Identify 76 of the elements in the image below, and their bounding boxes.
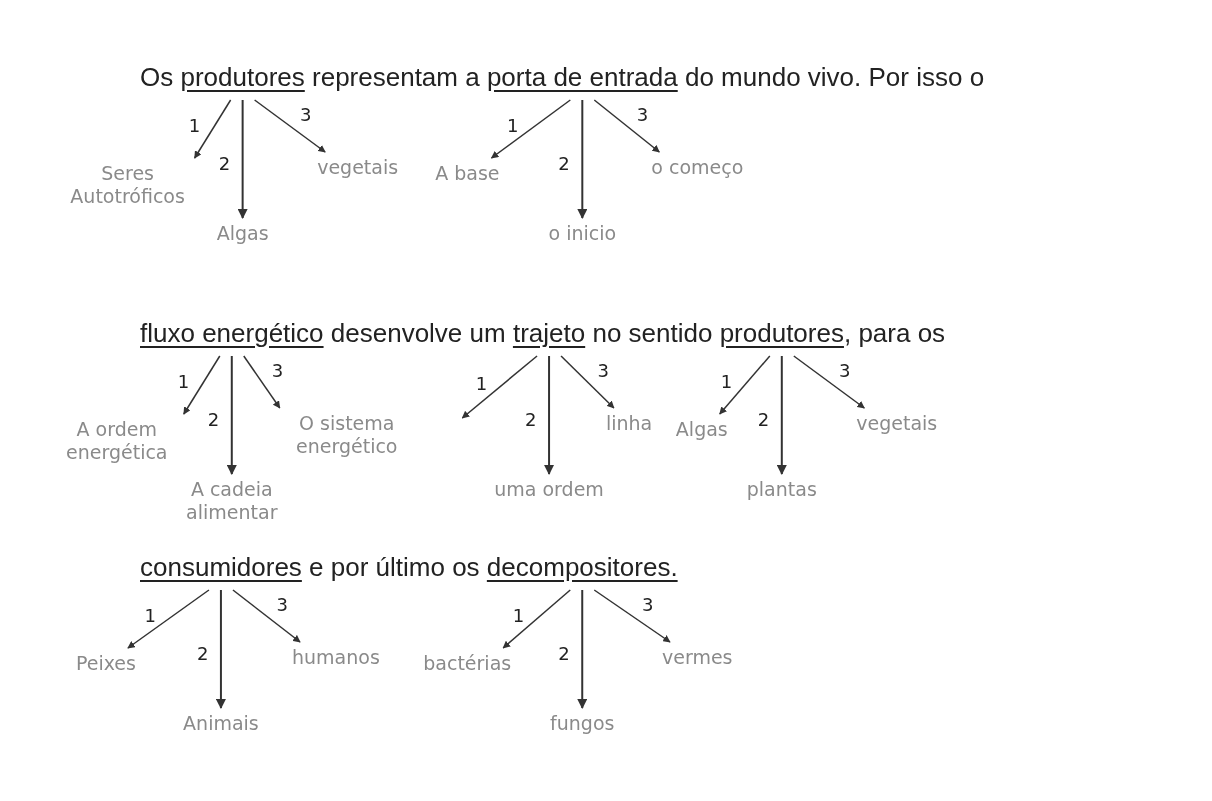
sentence-text: e por último os <box>309 552 480 582</box>
arrow <box>461 355 538 419</box>
edge-label: 3 <box>636 104 649 125</box>
arrow <box>502 589 571 649</box>
edge-label: 1 <box>188 115 201 136</box>
underlined-term: produtores <box>719 318 844 348</box>
arrow <box>490 99 572 159</box>
edge-label: 3 <box>271 360 284 381</box>
edge-label: 2 <box>207 409 220 430</box>
underlined-term: consumidores <box>140 552 302 582</box>
handwritten-word: Algas <box>216 222 269 245</box>
arrow <box>593 589 671 643</box>
handwritten-word: A base <box>435 162 500 185</box>
handwritten-word: Algas <box>675 418 728 441</box>
sentence-text: , para os <box>843 318 946 348</box>
handwritten-word: A cadeia alimentar <box>156 478 307 524</box>
edge-label: 1 <box>475 373 488 394</box>
handwritten-word: humanos <box>292 646 380 669</box>
arrow <box>793 355 866 409</box>
handwritten-word: O sistema energético <box>271 412 422 458</box>
arrow <box>719 355 771 415</box>
sentence-text: do mundo vivo. Por isso o <box>684 62 985 92</box>
edge-label: 1 <box>144 605 156 626</box>
edge-label: 1 <box>720 371 733 392</box>
underlined-term: decompositores. <box>486 552 678 582</box>
arrow <box>193 99 232 159</box>
handwritten-word: bactérias <box>423 652 512 675</box>
edge-label: 2 <box>757 409 770 430</box>
edge-label: 3 <box>276 594 288 615</box>
arrow <box>593 99 661 153</box>
handwritten-word: Seres Autotróficos <box>52 162 203 208</box>
handwritten-word: vegetais <box>317 156 399 179</box>
arrow <box>577 99 588 219</box>
arrow <box>253 99 326 153</box>
handwritten-word: Animais <box>183 712 259 735</box>
edge-label: 3 <box>299 104 312 125</box>
handwritten-word: fungos <box>550 712 615 735</box>
edge-label: 3 <box>839 360 851 381</box>
underlined-term: fluxo energético <box>140 318 324 348</box>
edge-label: 3 <box>642 594 654 615</box>
sentence-text: no sentido <box>592 318 713 348</box>
edge-label: 2 <box>558 643 570 664</box>
arrow <box>232 589 301 643</box>
handwritten-word: uma ordem <box>494 478 604 501</box>
arrow <box>183 355 221 415</box>
arrow <box>776 355 787 475</box>
edge-label: 2 <box>196 643 209 664</box>
edge-label: 1 <box>177 371 190 392</box>
handwritten-word: A ordem energética <box>41 418 192 464</box>
edge-label: 1 <box>512 605 525 626</box>
arrow <box>127 589 210 649</box>
edge-label: 3 <box>597 360 609 381</box>
underlined-term: produtores <box>180 62 305 92</box>
arrow <box>243 355 281 409</box>
arrow <box>237 99 248 219</box>
handwritten-word: plantas <box>746 478 817 501</box>
sentence-text: Os <box>140 62 174 92</box>
edge-label: 2 <box>525 409 537 430</box>
edge-label: 1 <box>506 115 519 136</box>
arrow <box>577 589 588 709</box>
handwritten-word: o inicio <box>548 222 617 245</box>
arrow <box>226 355 237 475</box>
arrow <box>560 355 615 409</box>
handwritten-word: linha <box>605 412 653 435</box>
arrow <box>544 355 555 475</box>
edge-label: 2 <box>218 153 231 174</box>
sentence-text: representam a <box>312 62 480 92</box>
sentence-text: desenvolve um <box>330 318 506 348</box>
arrow <box>215 589 226 709</box>
underlined-term: porta de entrada <box>486 62 678 92</box>
edge-label: 2 <box>558 153 570 174</box>
handwritten-word: o começo <box>651 156 744 179</box>
handwritten-word: Peixes <box>75 652 136 675</box>
underlined-term: trajeto <box>512 318 586 348</box>
handwritten-word: vegetais <box>856 412 938 435</box>
handwritten-word: vermes <box>662 646 733 669</box>
